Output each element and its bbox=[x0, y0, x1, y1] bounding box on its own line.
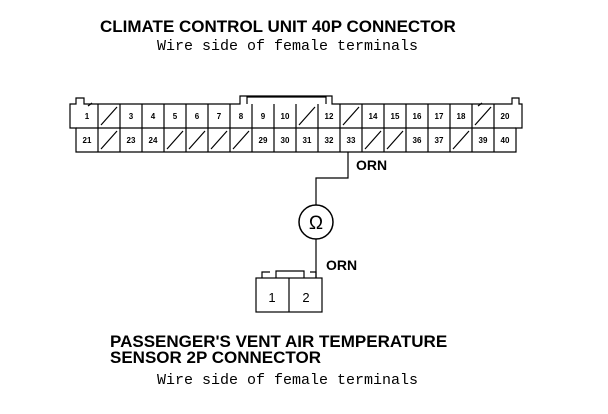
pin-7: 7 bbox=[217, 112, 222, 121]
empty-cavity-slash bbox=[452, 130, 470, 150]
pin-9: 9 bbox=[261, 112, 266, 121]
pin-12: 12 bbox=[325, 112, 334, 121]
bottom-connector-title-line2: SENSOR 2P CONNECTOR bbox=[110, 348, 321, 367]
empty-cavity-slash bbox=[386, 130, 404, 150]
bottom-connector-subtitle: Wire side of female terminals bbox=[157, 372, 419, 389]
pin-1: 1 bbox=[85, 112, 90, 121]
pin-20: 20 bbox=[501, 112, 510, 121]
pin-17: 17 bbox=[435, 112, 444, 121]
empty-cavity-slash bbox=[342, 106, 360, 126]
empty-cavity-slash bbox=[364, 130, 382, 150]
wire-upper bbox=[315, 152, 349, 205]
wire-upper-color-label: ORN bbox=[356, 157, 387, 173]
empty-cavity-slash bbox=[474, 106, 492, 126]
pin-37: 37 bbox=[435, 136, 444, 145]
empty-cavity-slash bbox=[232, 130, 250, 150]
top-connector-outline bbox=[69, 95, 523, 153]
pin-32: 32 bbox=[325, 136, 334, 145]
pin-15: 15 bbox=[391, 112, 400, 121]
pin-5: 5 bbox=[173, 112, 178, 121]
pin-40: 40 bbox=[501, 136, 510, 145]
pin-3: 3 bbox=[129, 112, 134, 121]
temperature-sensor-symbol bbox=[298, 204, 334, 240]
empty-cavity-slash bbox=[210, 130, 228, 150]
top-connector-lock-tab bbox=[246, 96, 327, 104]
pin-14: 14 bbox=[369, 112, 378, 121]
pin-23: 23 bbox=[127, 136, 136, 145]
pin-30: 30 bbox=[281, 136, 290, 145]
empty-cavity-slash bbox=[188, 130, 206, 150]
pin-24: 24 bbox=[149, 136, 158, 145]
pin-31: 31 bbox=[303, 136, 312, 145]
pin-18: 18 bbox=[457, 112, 466, 121]
pin-33: 33 bbox=[347, 136, 356, 145]
top-connector-row1: 1 3 4 5 6 7 8 9 10 12 14 15 16 17 18 20 bbox=[85, 104, 510, 128]
top-connector-corner-mark-left bbox=[87, 102, 93, 107]
pin-10: 10 bbox=[281, 112, 290, 121]
bottom-pin-1: 1 bbox=[268, 290, 275, 305]
bottom-connector-title-line1: PASSENGER'S VENT AIR TEMPERATURE bbox=[110, 332, 448, 351]
empty-cavity-slash bbox=[100, 130, 118, 150]
top-connector-corner-mark-right bbox=[477, 102, 483, 107]
pin-4: 4 bbox=[151, 112, 156, 121]
pin-39: 39 bbox=[479, 136, 488, 145]
pin-16: 16 bbox=[413, 112, 422, 121]
empty-cavity-slash bbox=[166, 130, 184, 150]
sensor-ohm-glyph: Ω bbox=[309, 213, 323, 234]
wire-lower-color-label: ORN bbox=[326, 257, 357, 273]
top-connector-subtitle: Wire side of female terminals bbox=[157, 38, 419, 55]
top-connector-title: CLIMATE CONTROL UNIT 40P CONNECTOR bbox=[100, 17, 456, 36]
pin-36: 36 bbox=[413, 136, 422, 145]
bottom-connector bbox=[255, 270, 323, 313]
empty-cavity-slash bbox=[100, 106, 118, 126]
empty-cavity-slash bbox=[298, 106, 316, 126]
bottom-pin-2: 2 bbox=[302, 290, 309, 305]
pin-21: 21 bbox=[83, 136, 92, 145]
bottom-connector-cap bbox=[261, 271, 317, 278]
bottom-connector-lock-tab bbox=[275, 270, 305, 278]
top-connector-row2: 21 23 24 29 30 31 32 33 36 37 39 40 bbox=[83, 128, 510, 152]
pin-8: 8 bbox=[239, 112, 244, 121]
pin-29: 29 bbox=[259, 136, 268, 145]
pin-6: 6 bbox=[195, 112, 200, 121]
